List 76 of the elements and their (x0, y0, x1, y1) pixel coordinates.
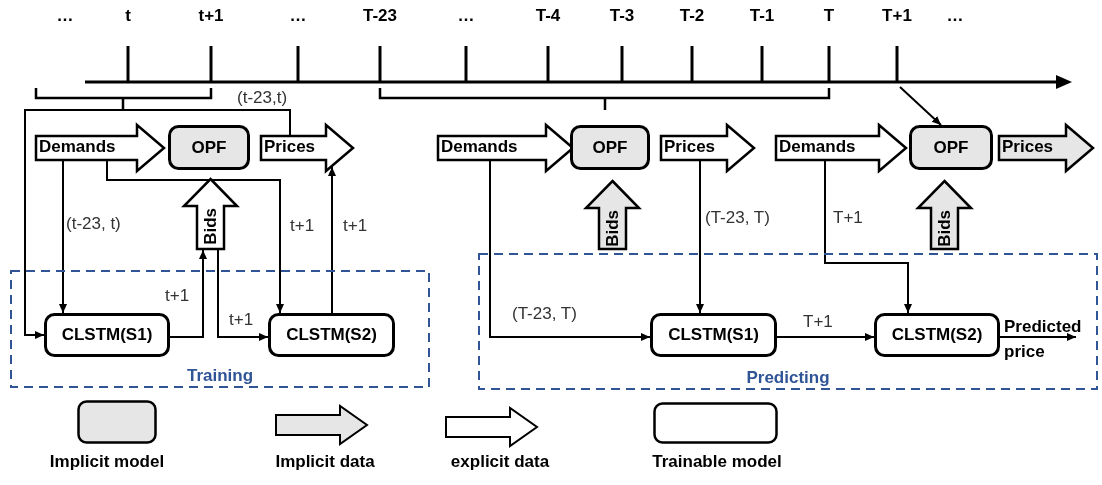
time-label: T-1 (749, 6, 775, 26)
model-label: CLSTM(S2) (286, 325, 377, 345)
legend-label: Implicit data (275, 452, 375, 472)
edge-label: T+1 (833, 208, 863, 228)
edge-label: (t-23,t) (237, 88, 288, 108)
arrow-label: Bids (602, 210, 623, 247)
arrow (24, 109, 124, 339)
time-label: … (56, 6, 74, 26)
data-shape (183, 178, 238, 250)
time-label: T-2 (679, 6, 705, 26)
model-box (909, 125, 993, 170)
model-label: CLSTM(S1) (61, 325, 153, 345)
time-label: T (823, 6, 835, 26)
bracket (35, 88, 212, 110)
time-label: t (125, 6, 131, 26)
model-box (44, 313, 170, 357)
arrow (106, 159, 284, 314)
model-label: OPF (933, 137, 969, 158)
edge-label: (T-23, T) (705, 208, 770, 228)
model-label: OPF (592, 137, 628, 158)
edge-label: (T-23, T) (512, 304, 577, 324)
edge-label: t+1 (290, 216, 315, 236)
arrow-label: Bids (934, 210, 955, 247)
arrow (59, 159, 67, 314)
data-shape (260, 124, 354, 172)
arrow (776, 333, 875, 341)
arrow-label: Bids (200, 208, 221, 245)
time-label: T-4 (535, 6, 561, 26)
data-shape (585, 180, 640, 250)
arrow (696, 159, 704, 314)
model-box (874, 313, 1000, 357)
data-shape (35, 124, 165, 172)
model-box (570, 125, 650, 170)
time-label: t+1 (198, 6, 224, 26)
region-title: Predicting (746, 368, 830, 388)
edge-label: Predicted price (1004, 316, 1083, 363)
time-label: … (457, 6, 475, 26)
arrow (489, 159, 651, 341)
time-label: T+1 (882, 6, 912, 26)
arrow (328, 166, 336, 314)
edge-label: (t-23, t) (66, 214, 121, 234)
arrow-label: Prices (264, 136, 316, 158)
edge-label: t+1 (165, 286, 190, 306)
legend-label: Trainable model (652, 452, 782, 472)
model-label: CLSTM(S1) (668, 325, 759, 345)
model-box (168, 125, 250, 170)
region-title: Training (186, 366, 254, 386)
arrow-label: Prices (664, 136, 716, 158)
edge-label: t+1 (229, 310, 254, 330)
legend-label: Implicit model (49, 452, 165, 472)
arrow (824, 159, 912, 314)
arrow-label: Prices (1002, 136, 1054, 158)
data-shape (998, 124, 1094, 172)
arrow-label: Demands (441, 136, 518, 158)
time-label: … (289, 6, 307, 26)
model-label: CLSTM(S2) (891, 325, 983, 345)
dashed-region (478, 253, 1098, 390)
legend-label: explicit data (450, 452, 550, 472)
time-label: … (946, 6, 964, 26)
edge-label: t+1 (343, 216, 368, 236)
edge-label: T+1 (803, 312, 833, 332)
data-shape (660, 124, 755, 172)
arrow (999, 333, 1077, 341)
arrow-label: Demands (39, 136, 116, 158)
time-label: T-3 (609, 6, 635, 26)
time-label: T-23 (363, 6, 397, 26)
arrow (899, 86, 942, 126)
dashed-region (10, 270, 430, 388)
model-label: OPF (191, 137, 227, 158)
arrow (217, 249, 269, 341)
arrow (169, 249, 207, 338)
model-box (650, 313, 777, 357)
arrow-label: Demands (779, 136, 856, 158)
model-box (268, 313, 395, 357)
data-shape (775, 124, 907, 172)
data-shape (917, 180, 972, 250)
